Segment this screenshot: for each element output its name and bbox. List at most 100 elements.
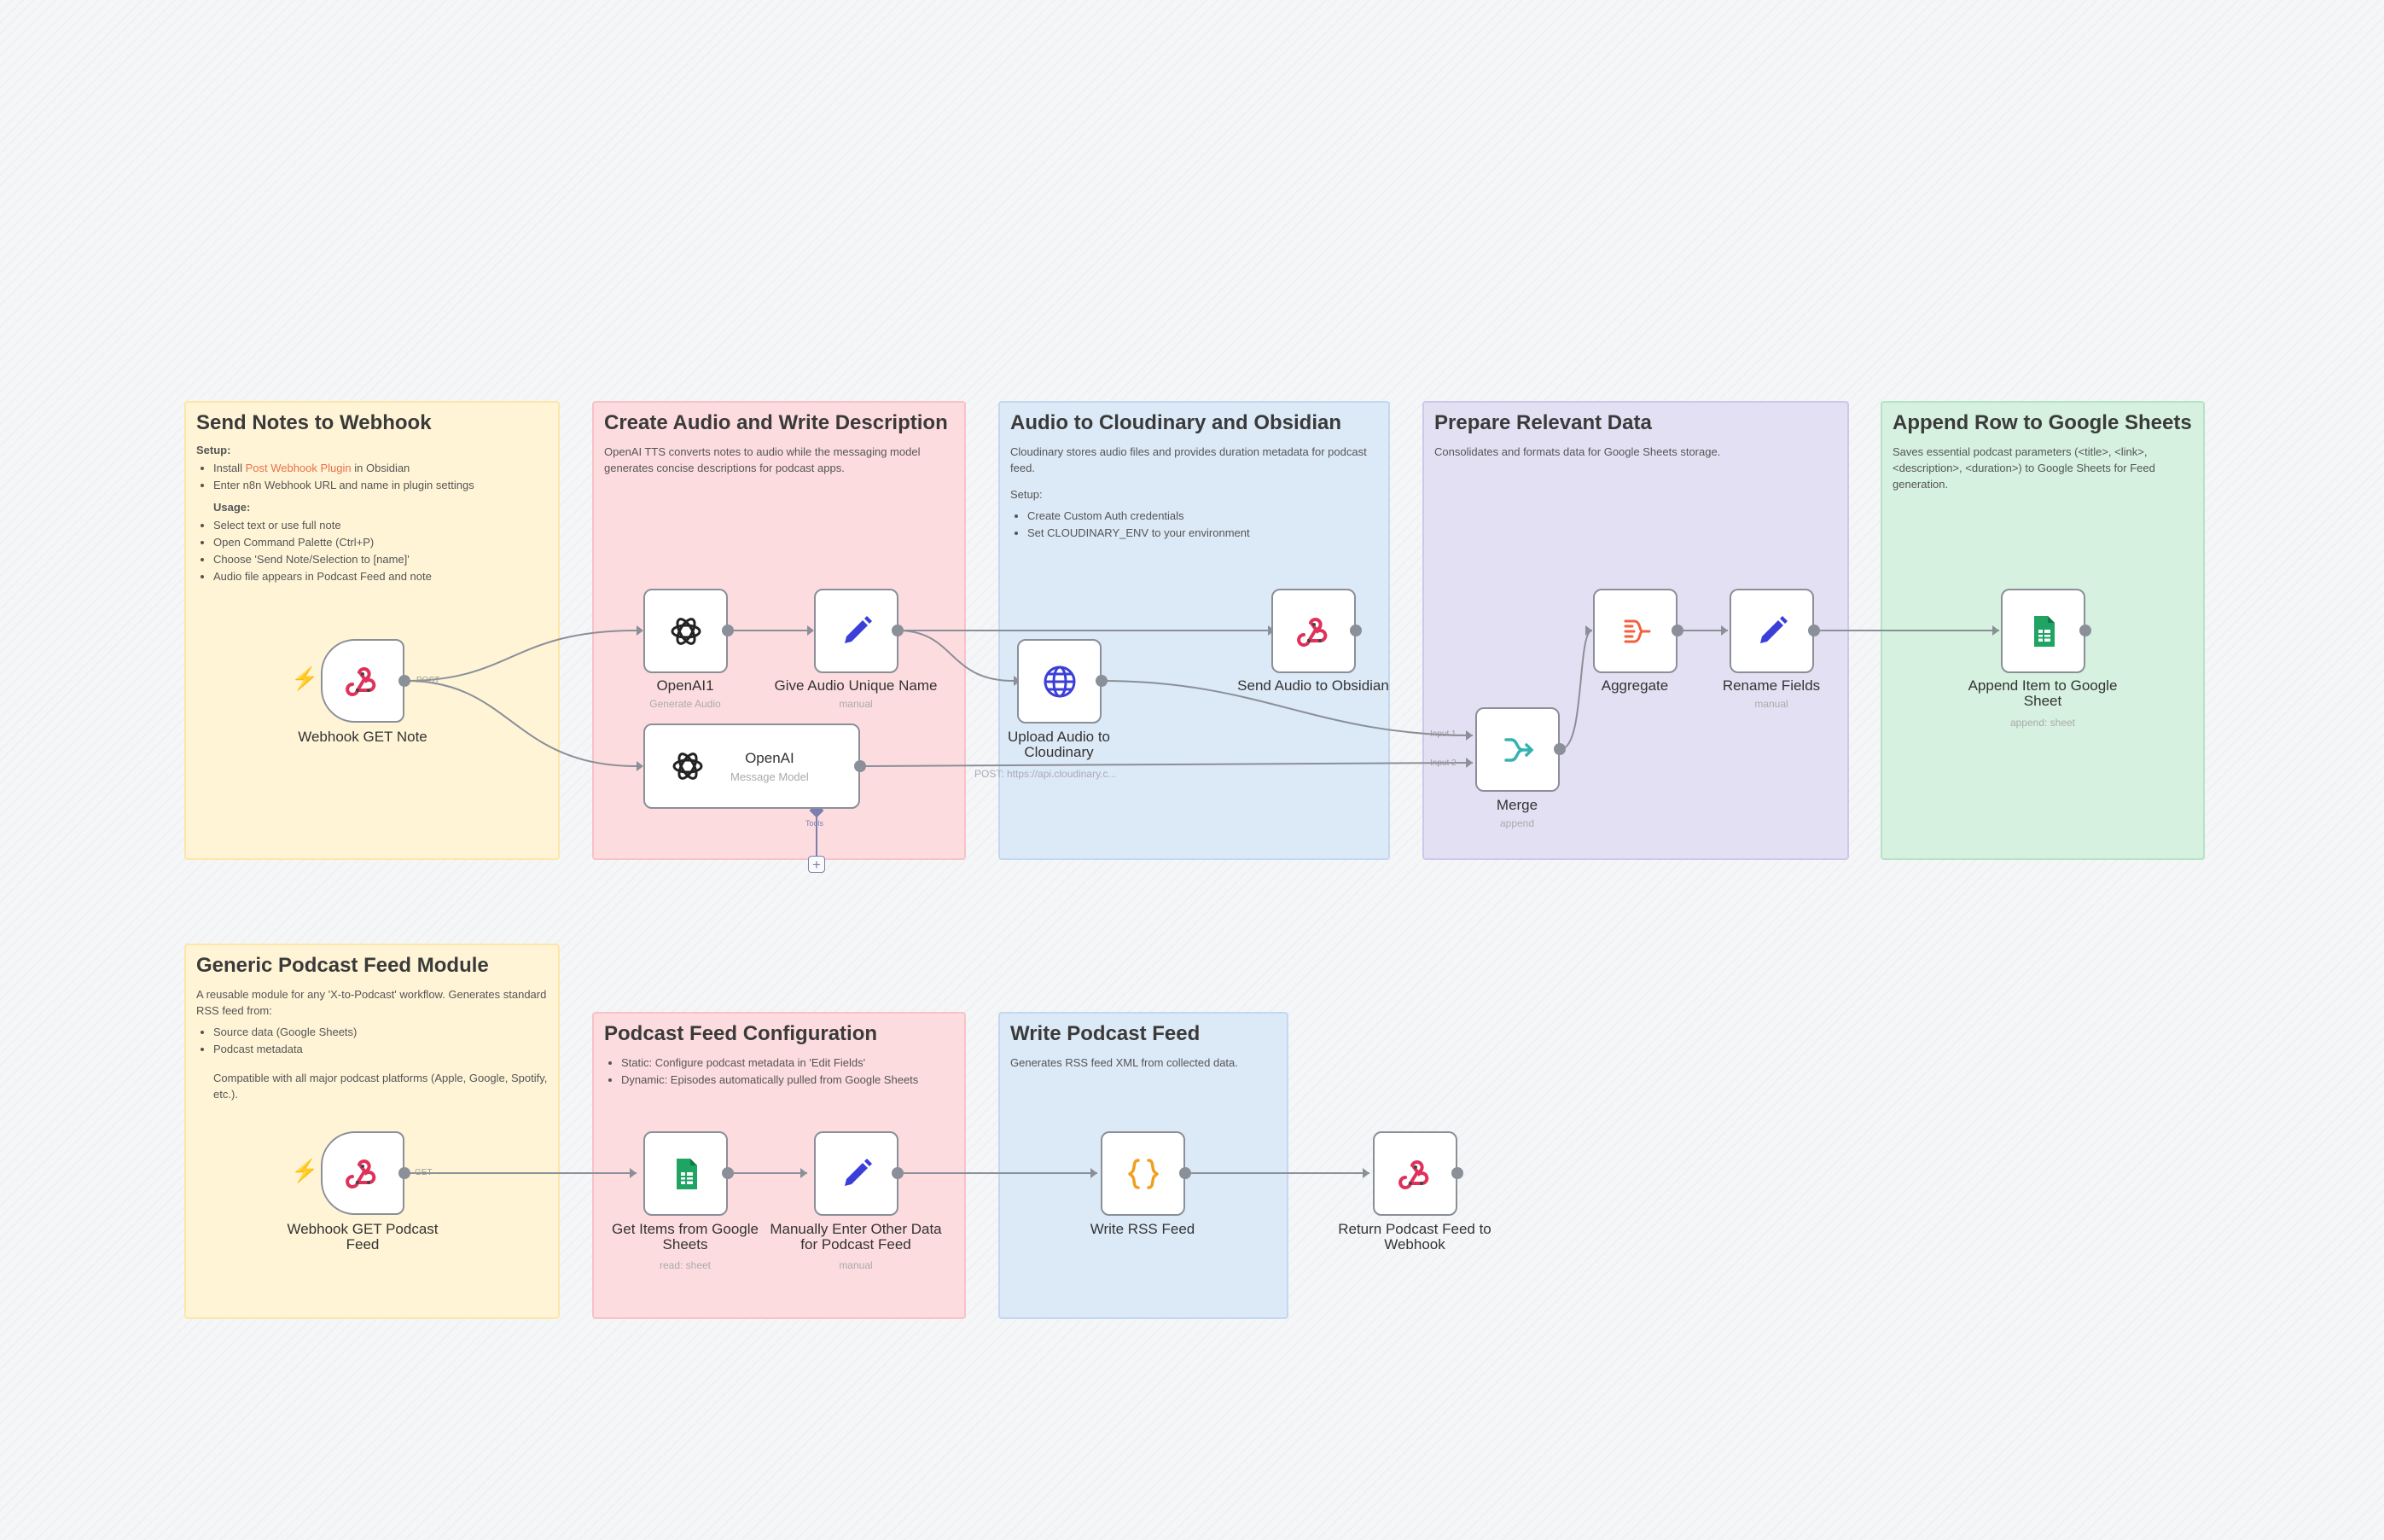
openai-icon (667, 613, 705, 650)
node-send-audio-to-obsidian[interactable] (1271, 589, 1356, 673)
node-get-items-from-google-sheets[interactable] (643, 1131, 728, 1216)
node-merge[interactable] (1475, 707, 1560, 792)
webhook-icon (344, 1154, 381, 1192)
connection-webhook-to-openai (405, 680, 637, 767)
sticky-feed-config[interactable]: Podcast Feed Configuration Static: Confi… (592, 1012, 966, 1319)
output-port[interactable] (2079, 625, 2091, 636)
google-sheets-icon (667, 1155, 705, 1193)
trigger-bolt-icon: ⚡ (291, 1158, 319, 1183)
usage-item: Select text or use full note (213, 517, 548, 534)
merge-input-1-label: Input 1 (1430, 729, 1457, 739)
arrow (1992, 625, 1999, 636)
node-text: OpenAI Message Model (730, 750, 809, 783)
usage-item: Audio file appears in Podcast Feed and n… (213, 568, 548, 585)
tools-label: Tools (805, 819, 824, 828)
setup-item: Enter n8n Webhook URL and name in plugin… (213, 477, 548, 494)
node-label: Give Audio Unique Name (774, 677, 938, 694)
node-upload-audio-to-cloudinary[interactable] (1017, 639, 1102, 724)
node-label: Webhook GET Note (298, 729, 427, 745)
openai-icon (669, 747, 706, 785)
arrow (1090, 1168, 1097, 1178)
arrow (1466, 730, 1473, 741)
aggregate-icon (1617, 613, 1654, 650)
webhook-icon (1397, 1155, 1434, 1193)
node-openai-message-model[interactable]: OpenAI Message Model (643, 724, 860, 809)
list-item: Podcast metadata (213, 1041, 548, 1058)
node-write-rss-feed[interactable] (1101, 1131, 1185, 1216)
node-subtitle: append: sheet (2009, 717, 2076, 729)
setup-label: Setup: (196, 444, 231, 456)
arrow (1363, 1168, 1369, 1178)
node-aggregate[interactable] (1593, 589, 1678, 673)
arrow (807, 625, 814, 636)
node-label: Send Audio to Obsidian (1237, 677, 1389, 694)
node-webhook-get-note[interactable] (321, 639, 404, 723)
arrow (630, 1168, 637, 1178)
list-item: Static: Configure podcast metadata in 'E… (621, 1055, 954, 1072)
node-subtitle: manual (1754, 698, 1788, 710)
arrow (1721, 625, 1728, 636)
setup-item-install: Install Post Webhook Plugin in Obsidian (213, 460, 548, 477)
sticky-title: Write Podcast Feed (1010, 1022, 1201, 1045)
node-append-item-to-google-sheet[interactable] (2001, 589, 2085, 673)
output-port[interactable] (1096, 675, 1108, 687)
output-port[interactable] (398, 675, 410, 687)
sticky-body: Saves essential podcast parameters (<tit… (1893, 445, 2155, 491)
arrow (637, 625, 643, 636)
node-webhook-get-podcast-feed[interactable] (321, 1131, 404, 1215)
connection-merge-to-aggregate (1560, 630, 1593, 750)
connection-webhook-to-openai1 (405, 630, 637, 682)
arrow (1585, 625, 1592, 636)
sticky-title: Podcast Feed Configuration (604, 1022, 878, 1045)
output-port[interactable] (892, 1167, 904, 1179)
google-sheets-icon (2025, 613, 2062, 650)
output-port[interactable] (398, 1167, 410, 1179)
output-port[interactable] (1451, 1167, 1463, 1179)
node-subtitle: Generate Audio (649, 698, 721, 710)
merge-icon (1499, 731, 1537, 769)
setup-item: Create Custom Auth credentials (1027, 508, 1378, 525)
node-label: Rename Fields (1722, 677, 1821, 694)
output-port[interactable] (722, 1167, 734, 1179)
add-tool-button[interactable]: + (808, 856, 825, 873)
output-port[interactable] (1808, 625, 1820, 636)
sticky-body: Consolidates and formats data for Google… (1434, 445, 1721, 458)
sticky-title: Prepare Relevant Data (1434, 411, 1652, 434)
node-subtitle: append (1499, 817, 1535, 829)
sticky-title: Generic Podcast Feed Module (196, 954, 489, 977)
node-label: OpenAI (745, 749, 794, 766)
output-port[interactable] (892, 625, 904, 636)
output-port[interactable] (1554, 743, 1566, 755)
output-port[interactable] (1672, 625, 1683, 636)
setup-label: Setup: (1010, 488, 1043, 501)
trigger-bolt-icon: ⚡ (291, 665, 319, 691)
output-port[interactable] (722, 625, 734, 636)
output-port[interactable] (1350, 625, 1362, 636)
node-return-podcast-feed[interactable] (1373, 1131, 1457, 1216)
sticky-body: OpenAI TTS converts notes to audio while… (604, 445, 921, 474)
post-webhook-plugin-link[interactable]: Post Webhook Plugin (245, 462, 352, 474)
node-subtitle: manual (839, 1259, 873, 1271)
edge-label-get: GET (415, 1168, 433, 1177)
output-port[interactable] (854, 760, 866, 772)
sticky-body: Cloudinary stores audio files and provid… (1010, 445, 1367, 474)
code-braces-icon (1125, 1155, 1162, 1193)
arrow (800, 1168, 807, 1178)
output-port[interactable] (1179, 1167, 1191, 1179)
list-item: Source data (Google Sheets) (213, 1024, 548, 1041)
node-label: Get Items from Google Sheets (612, 1221, 759, 1252)
node-manually-enter-other-data[interactable] (814, 1131, 898, 1216)
arrow (637, 761, 643, 771)
node-give-audio-unique-name[interactable] (814, 589, 898, 673)
sticky-send-notes[interactable]: Send Notes to Webhook Setup: Install Pos… (184, 401, 560, 860)
node-label: Return Podcast Feed to Webhook (1338, 1221, 1491, 1252)
node-label: Webhook GET Podcast Feed (287, 1221, 439, 1252)
node-rename-fields[interactable] (1730, 589, 1814, 673)
node-subtitle: read: sheet (659, 1259, 712, 1271)
usage-label: Usage: (213, 501, 251, 514)
connection-upload-to-merge (1101, 680, 1474, 736)
webhook-icon (344, 662, 381, 700)
node-openai1[interactable] (643, 589, 728, 673)
node-label: Manually Enter Other Data for Podcast Fe… (770, 1221, 942, 1252)
node-label: Aggregate (1601, 677, 1669, 694)
